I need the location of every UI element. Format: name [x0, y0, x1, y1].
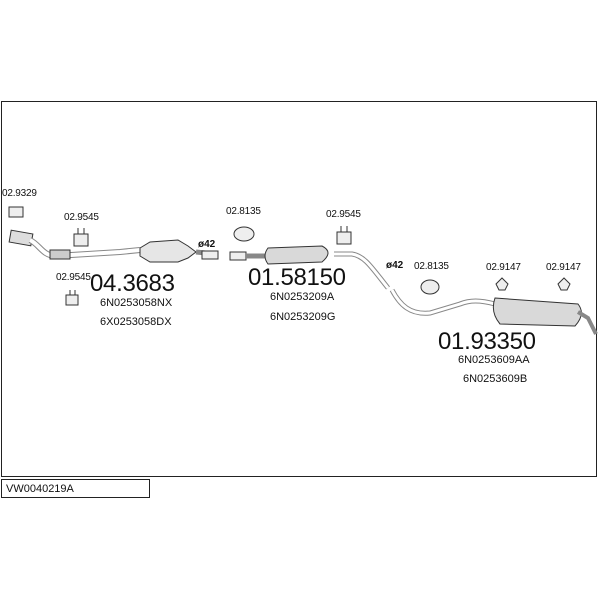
- kit-code: VW0040219A: [6, 483, 74, 495]
- bracket-label-7: 02.9147: [486, 262, 521, 273]
- front-part-number: 04.3683: [90, 270, 175, 297]
- bracket-label-6: 02.8135: [414, 261, 449, 272]
- front-oe-number-1: 6N0253058NX: [100, 297, 173, 309]
- rear-oe-number-2: 6N0253609B: [463, 373, 528, 385]
- rear-oe-number-1: 6N0253609AA: [458, 354, 530, 366]
- middle-part-number: 01.58150: [248, 264, 346, 291]
- bracket-label-1: 02.9329: [2, 188, 37, 199]
- rear-silencer-pipe: [389, 288, 598, 335]
- middle-oe-number-1: 6N0253209A: [270, 291, 335, 303]
- diagram-frame: [1, 101, 597, 477]
- bracket-label-4: 02.8135: [226, 206, 261, 217]
- diameter-label-2: ø42: [386, 260, 404, 271]
- middle-oe-number-2: 6N0253209G: [270, 311, 336, 323]
- bracket-label-3: 02.9545: [56, 272, 91, 283]
- diameter-label-1: ø42: [198, 239, 216, 250]
- kit-code-box: VW0040219A: [1, 479, 150, 498]
- front-pipe-catalytic-converter: [8, 229, 219, 263]
- rear-part-number: 01.93350: [438, 328, 536, 355]
- bracket-icons: [8, 206, 571, 306]
- front-oe-number-2: 6X0253058DX: [100, 316, 172, 328]
- bracket-label-2: 02.9545: [64, 212, 99, 223]
- bracket-label-5: 02.9545: [326, 209, 361, 220]
- bracket-label-8: 02.9147: [546, 262, 581, 273]
- middle-silencer-pipe: [229, 245, 390, 290]
